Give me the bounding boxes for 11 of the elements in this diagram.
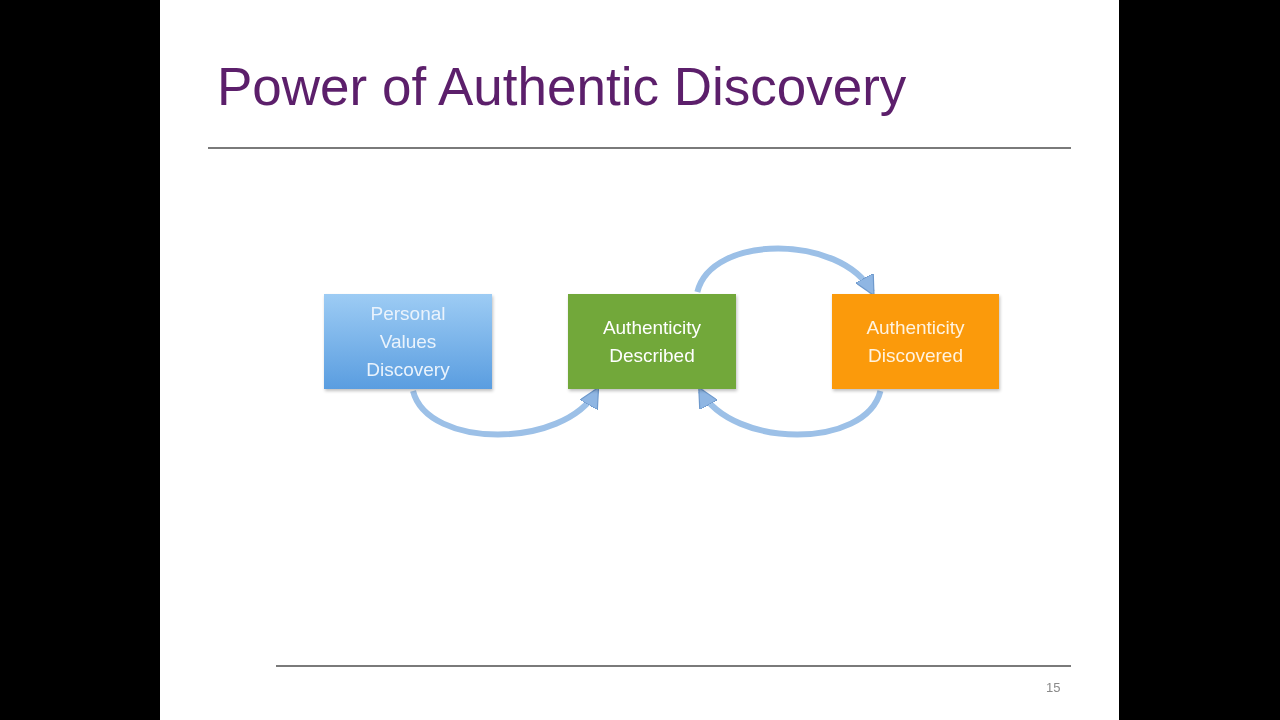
- process-box: [568, 294, 736, 389]
- process-box: [832, 294, 999, 389]
- curved-arrow: [694, 245, 876, 296]
- node-label: Personal Values Discovery: [365, 301, 451, 382]
- node-label: Authenticity Discovered: [865, 315, 966, 368]
- curved-arrow: [697, 387, 884, 438]
- node-label: Authenticity Described: [601, 315, 703, 368]
- curved-arrow: [410, 387, 600, 438]
- process-box: [324, 294, 492, 389]
- slide-title: Power of Authentic Discovery: [217, 57, 907, 118]
- page-number: 15: [1046, 680, 1061, 695]
